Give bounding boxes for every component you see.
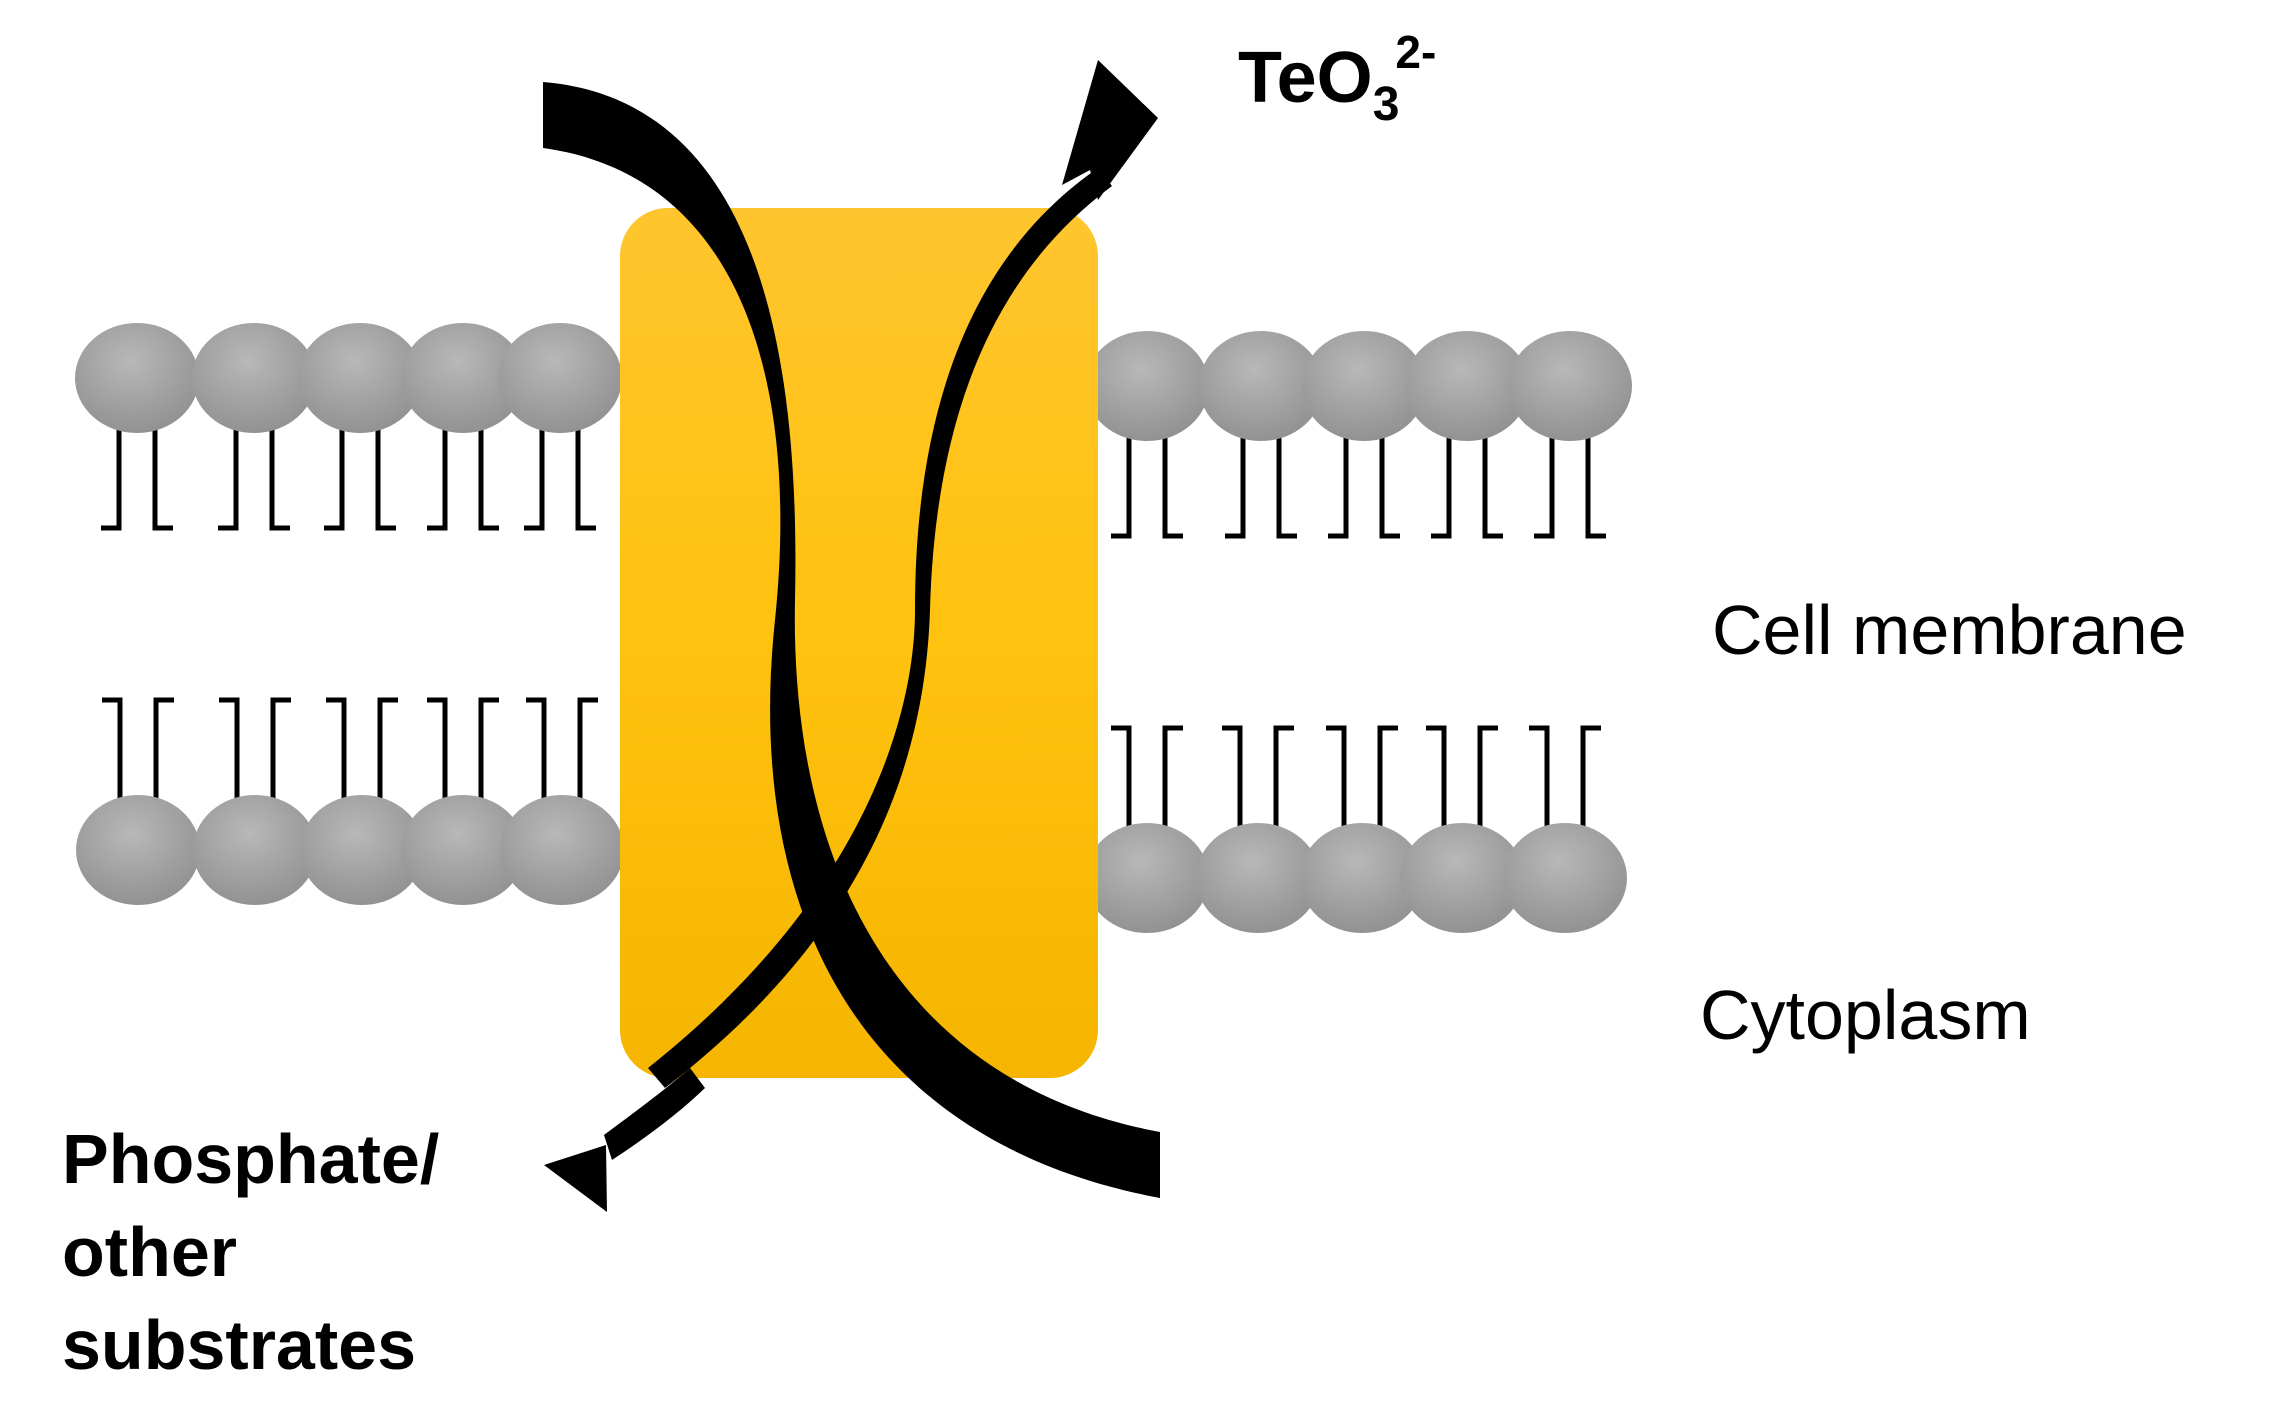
- import-arrowhead-bottom: [544, 1145, 607, 1212]
- substrates-label: Phosphate/ other substrates: [62, 1113, 439, 1392]
- lipid-head: [75, 323, 199, 433]
- lipid-head: [1199, 331, 1323, 441]
- teo3-base: TeO: [1238, 38, 1373, 118]
- cytoplasm-label: Cytoplasm: [1700, 976, 2031, 1054]
- lipid-head: [1300, 823, 1424, 933]
- lipid-tail: [1111, 426, 1183, 539]
- lipid-tail: [1326, 725, 1398, 838]
- lipid-tail: [1426, 725, 1498, 838]
- lipid-tail: [101, 418, 173, 531]
- lipid-tail: [1111, 725, 1183, 838]
- lower-left-lipid-leaflet: [76, 697, 624, 905]
- lipid-tail: [218, 418, 290, 531]
- teo3-import-arrow: [543, 82, 1160, 1198]
- substrates-label-line-3: substrates: [62, 1306, 417, 1384]
- lipid-tail: [524, 418, 596, 531]
- lower-right-lipid-leaflet: [1085, 725, 1627, 933]
- lipid-head: [1085, 331, 1209, 441]
- lipid-tail: [219, 697, 291, 810]
- lipid-head: [401, 323, 525, 433]
- substrates-label-line-2: other: [62, 1213, 237, 1291]
- lipid-head: [1508, 331, 1632, 441]
- export-arrowhead-top: [1062, 60, 1158, 200]
- lipid-head: [1302, 331, 1426, 441]
- lipid-tail: [1529, 725, 1601, 838]
- cell-membrane-label: Cell membrane: [1712, 591, 2187, 669]
- lipid-tail: [102, 697, 174, 810]
- lipid-head: [298, 323, 422, 433]
- substrates-label-line-1: Phosphate/: [62, 1120, 440, 1198]
- transporter-protein: [620, 208, 1098, 1078]
- lipid-head: [76, 795, 200, 905]
- lipid-head: [1085, 823, 1209, 933]
- lipid-head: [500, 795, 624, 905]
- lipid-head: [1196, 823, 1320, 933]
- lipid-head: [498, 323, 622, 433]
- lipid-tail: [1431, 426, 1503, 539]
- teo3-subscript: 3: [1372, 78, 1400, 131]
- teo3-superscript: 2-: [1395, 26, 1437, 78]
- lipid-head: [192, 323, 316, 433]
- lipid-tail: [427, 418, 499, 531]
- lipid-head: [1503, 823, 1627, 933]
- lipid-head: [193, 795, 317, 905]
- lipid-tail: [526, 697, 598, 810]
- lipid-tail: [1534, 426, 1606, 539]
- lipid-head: [300, 795, 424, 905]
- lipid-head: [1405, 331, 1529, 441]
- teo3-ion-label: TeO32-: [1238, 29, 1440, 129]
- lipid-tail: [427, 697, 499, 810]
- lipid-tail: [326, 697, 398, 810]
- lipid-head: [401, 795, 525, 905]
- lipid-tail: [1328, 426, 1400, 539]
- lipid-tail: [1225, 426, 1297, 539]
- substrate-arrow-bottom: [604, 1068, 705, 1160]
- lipid-tail: [324, 418, 396, 531]
- upper-left-lipid-leaflet: [75, 323, 622, 531]
- lipid-head: [1400, 823, 1524, 933]
- lipid-tail: [1222, 725, 1294, 838]
- upper-right-lipid-leaflet: [1085, 331, 1632, 539]
